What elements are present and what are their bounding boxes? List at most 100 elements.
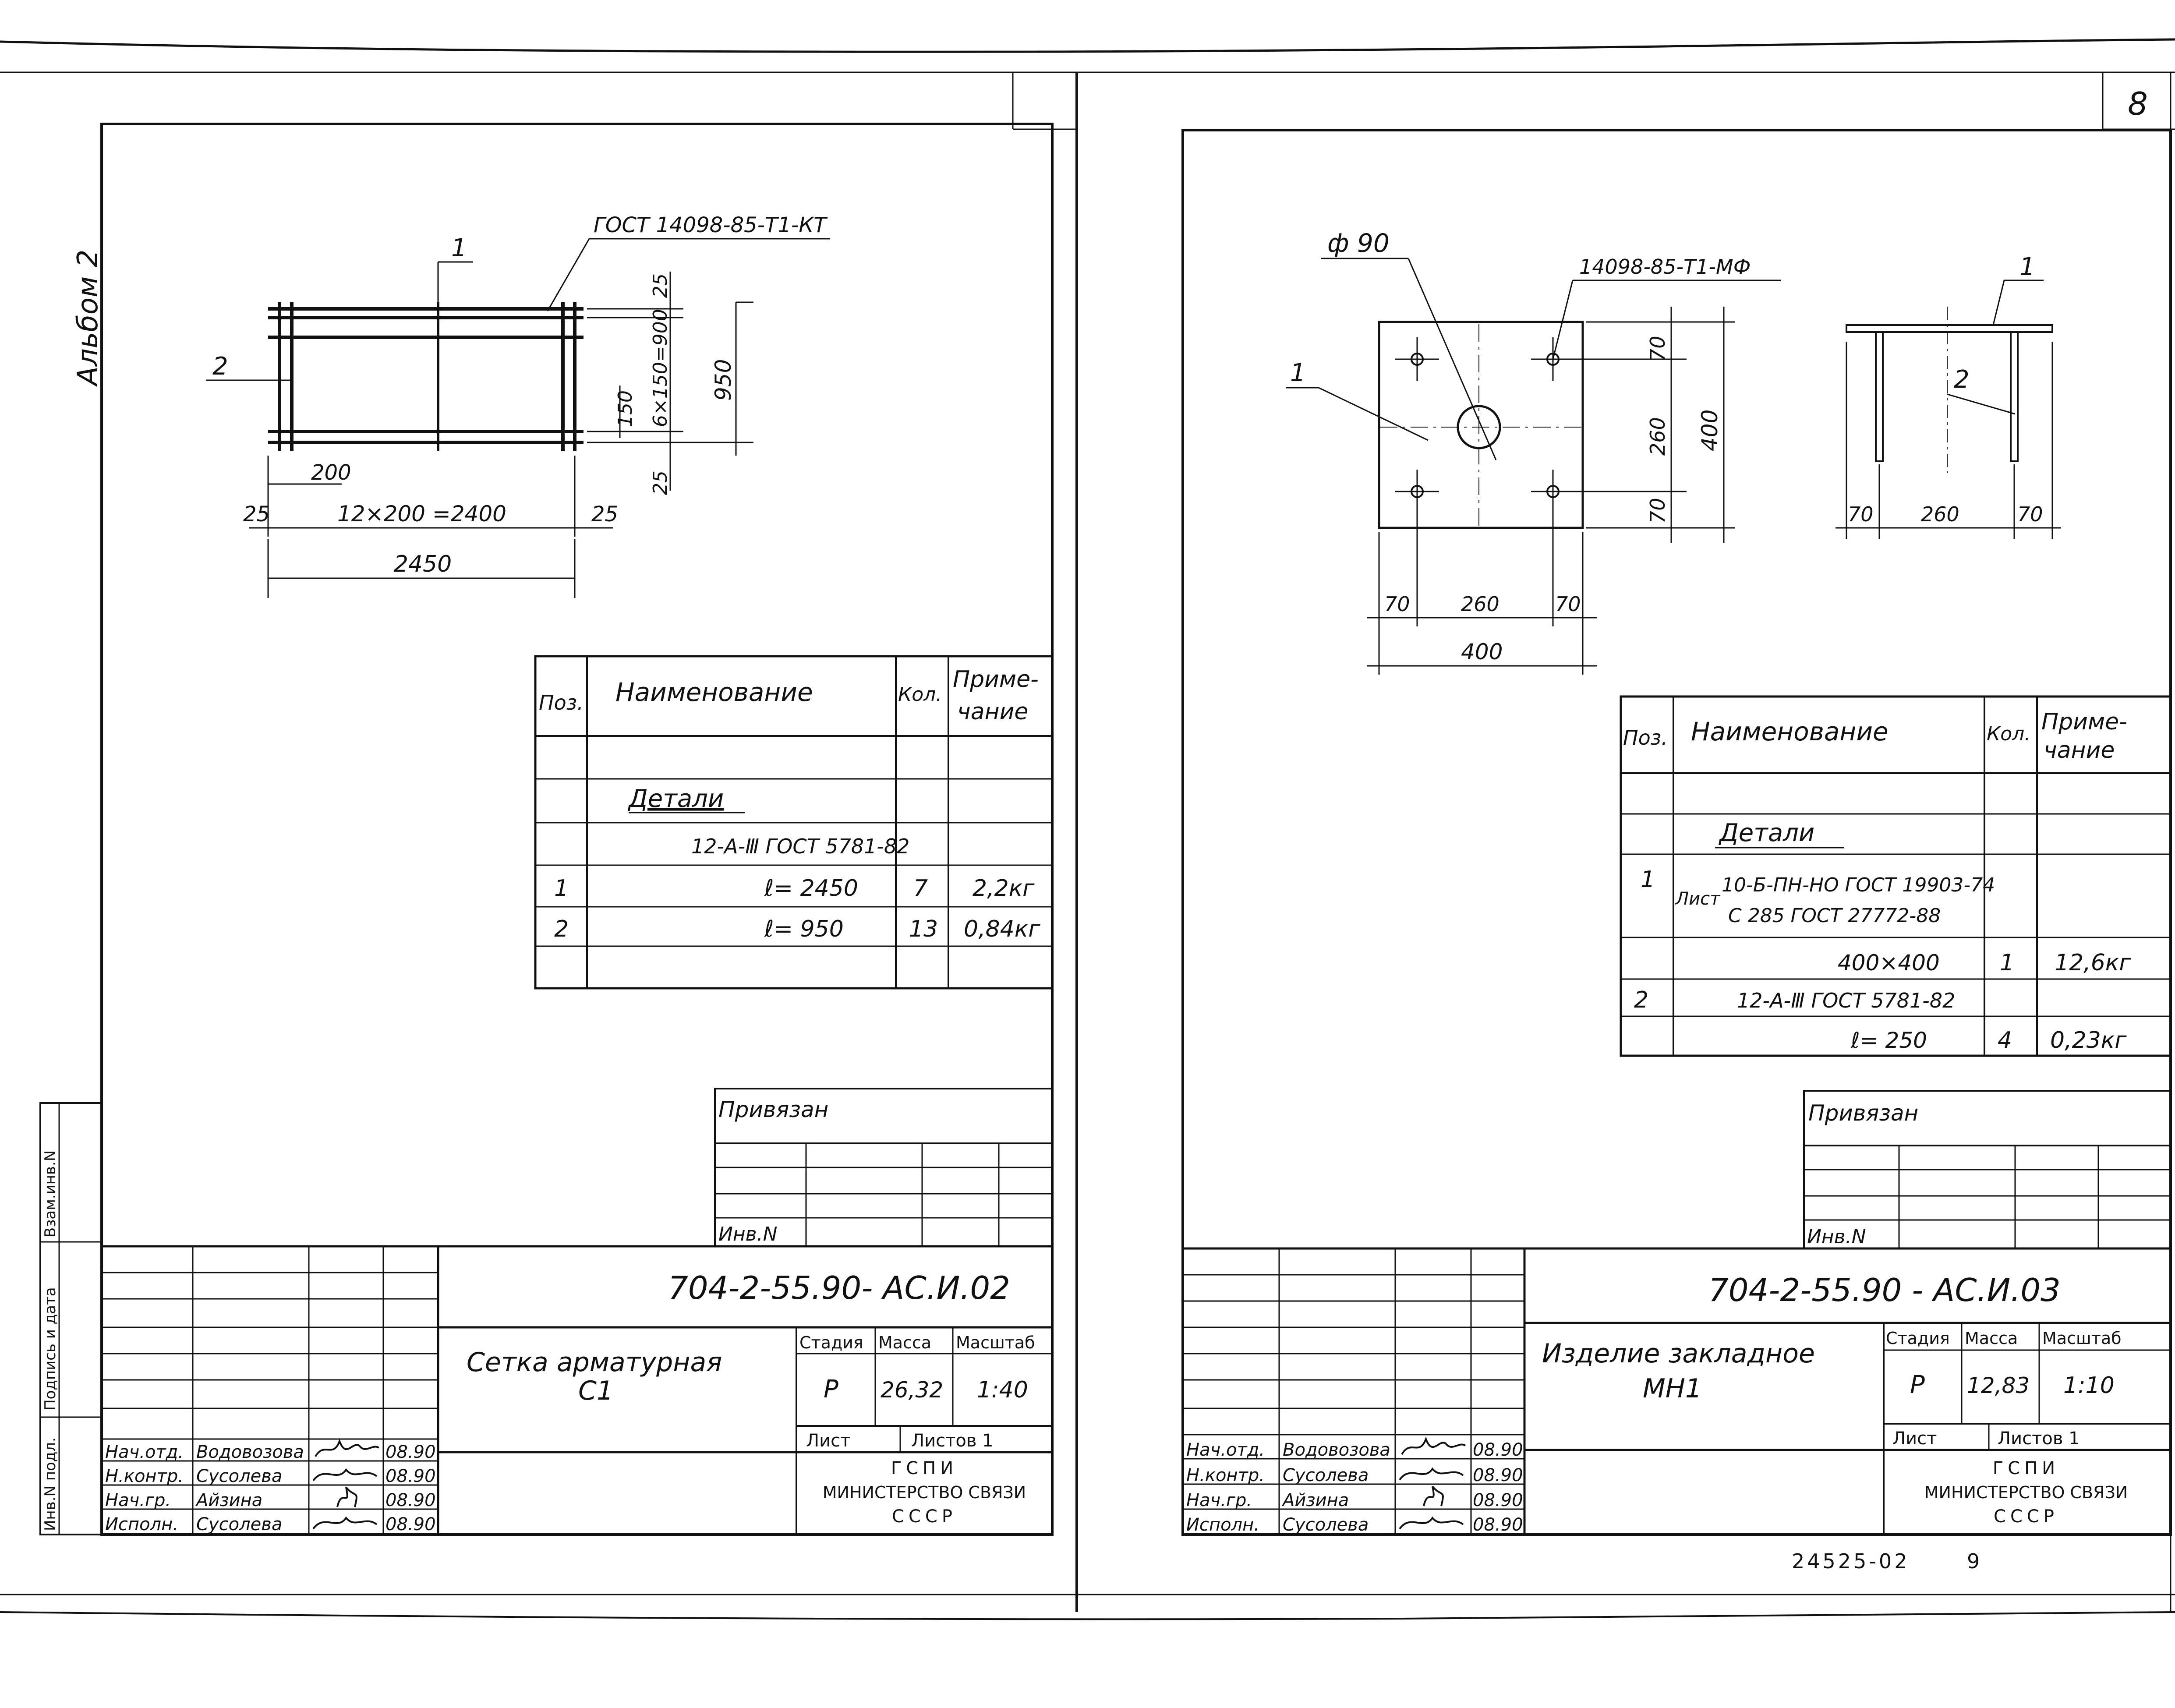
left-person-2: Айзина — [195, 1490, 262, 1510]
left-massa-h: Масса — [878, 1333, 931, 1352]
plate-gost: 14098-85-Т1-МФ — [1579, 255, 1751, 279]
rspec-h-note2: чание — [2044, 737, 2115, 764]
side-pos2: 2 — [1954, 365, 1970, 394]
right-date-1: 08.90 — [1473, 1465, 1523, 1485]
left-name-2: С1 — [578, 1376, 613, 1406]
mesh-drawing: 1 ГОСТ 14098-85-Т1-КТ 2 200 25 12×200 =2… — [206, 213, 830, 598]
rspec-r2-line2: ℓ= 250 — [1850, 1028, 1927, 1053]
left-inv-label: Инв.N — [718, 1223, 778, 1245]
right-title-block: 704-2-55.90 - АС.И.03 Изделие закладное … — [1183, 1247, 2171, 1535]
left-signature-3 — [312, 1516, 378, 1530]
rspec-h-qty: Кол. — [1987, 723, 2030, 745]
right-doc-code: 704-2-55.90 - АС.И.03 — [1708, 1272, 2061, 1308]
lspec-r2-pos: 2 — [554, 916, 569, 942]
dim-25b: 25 — [591, 502, 618, 527]
right-massa: 12,83 — [1967, 1373, 2030, 1398]
left-person-3: Сусолева — [196, 1514, 282, 1535]
left-role-0: Нач.отд. — [105, 1442, 184, 1462]
lspec-h-note2: чание — [957, 699, 1028, 725]
right-signature-1 — [1399, 1467, 1464, 1481]
dim-v150: 150 — [614, 390, 637, 427]
rspec-r2-pos: 2 — [1634, 987, 1648, 1013]
stamp-vzam: Взам.инв.N — [42, 1150, 59, 1238]
plate-v70a: 70 — [1646, 336, 1669, 361]
lspec-r1-pos: 1 — [554, 875, 569, 902]
rspec-r1-line1: 10-Б-ПН-НО ГОСТ 19903-74 — [1722, 874, 1995, 896]
side-pos1: 1 — [2019, 253, 2035, 281]
plate-h70a: 70 — [1384, 592, 1410, 616]
right-person-0: Водовозова — [1283, 1440, 1390, 1460]
sheet-number: 8 — [2128, 85, 2148, 122]
rspec-r1-note: 12,6кг — [2055, 950, 2131, 976]
plate-side-view: 1 2 70 260 70 — [1835, 253, 2061, 539]
left-privyazan: Привязан Инв.N — [714, 1088, 1053, 1247]
left-masshtab-h: Масштаб — [956, 1333, 1035, 1352]
left-date-3: 08.90 — [385, 1514, 436, 1535]
left-date-2: 08.90 — [385, 1490, 436, 1510]
dim-span: 12×200 =2400 — [337, 501, 506, 527]
right-name-2: МН1 — [1643, 1373, 1702, 1404]
mesh-gost: ГОСТ 14098-85-Т1-КТ — [594, 213, 828, 237]
stamp-podpis: Подпись и дата — [42, 1287, 59, 1411]
left-role-1: Н.контр. — [105, 1466, 184, 1486]
dim-200: 200 — [311, 460, 351, 485]
right-privyazan: Привязан Инв.N — [1803, 1090, 2171, 1249]
plate-h260: 260 — [1461, 592, 1500, 616]
dim-25a: 25 — [243, 502, 270, 527]
side-s70a: 70 — [1848, 502, 1874, 526]
side-s260: 260 — [1921, 502, 1959, 526]
left-role-3: Исполн. — [105, 1514, 178, 1535]
bottom-page: 9 — [1967, 1549, 1980, 1573]
right-role-3: Исполн. — [1186, 1515, 1259, 1535]
left-signature-0 — [315, 1439, 380, 1457]
right-signature-3 — [1399, 1516, 1464, 1530]
right-listov-h: Листов 1 — [1998, 1429, 2080, 1449]
right-sheet: ф 90 14098-85-Т1-МФ 1 70 260 70 400 — [1181, 129, 2172, 1536]
right-role-2: Нач.гр. — [1186, 1490, 1252, 1510]
rspec-r1-pos: 1 — [1641, 866, 1655, 893]
right-signature-2 — [1423, 1485, 1444, 1506]
right-date-2: 08.90 — [1473, 1490, 1523, 1510]
side-s70b: 70 — [2017, 502, 2043, 526]
right-person-3: Сусолева — [1283, 1515, 1369, 1535]
rspec-r2-note: 0,23кг — [2050, 1027, 2127, 1054]
rspec-r1-size: 400×400 — [1838, 950, 1940, 976]
right-person-2: Айзина — [1281, 1490, 1349, 1510]
right-inv-label: Инв.N — [1807, 1226, 1866, 1248]
plate-pos1: 1 — [1290, 359, 1306, 387]
mesh-pos2: 2 — [212, 352, 228, 381]
rspec-r1-prefix: Лист — [1675, 889, 1721, 909]
dim-total: 2450 — [394, 551, 452, 577]
dim-v950: 950 — [711, 359, 736, 401]
rspec-h-name: Наименование — [1691, 717, 1889, 746]
right-signature-0 — [1401, 1436, 1466, 1455]
lspec-r2-qty: 13 — [909, 916, 938, 942]
plate-drawing: ф 90 14098-85-Т1-МФ 1 70 260 70 400 — [1286, 228, 1781, 675]
rspec-r2-qty: 4 — [1998, 1027, 2012, 1054]
lspec-h-name: Наименование — [615, 677, 813, 707]
left-spec-table: Поз. Наименование Кол. Приме- чание Дета… — [534, 655, 1054, 990]
left-masshtab: 1:40 — [977, 1377, 1028, 1403]
stamp-inv-podl: Инв.N подл. — [42, 1437, 59, 1531]
right-stadiya: Р — [1910, 1371, 1925, 1399]
left-date-0: 08.90 — [385, 1442, 436, 1462]
right-org-3: СССР — [1994, 1506, 2058, 1527]
right-date-3: 08.90 — [1473, 1515, 1523, 1535]
left-person-1: Сусолева — [196, 1466, 282, 1486]
right-org-1: ГСПИ — [1993, 1458, 2059, 1478]
left-side-stamp: Инв.N подл. Подпись и дата Взам.инв.N — [39, 1102, 103, 1535]
left-signature-1 — [312, 1468, 378, 1482]
left-signature-2 — [336, 1486, 357, 1507]
lspec-r1-note: 2,2кг — [973, 875, 1035, 902]
right-spec-table: Поз. Наименование Кол. Приме- чание Дета… — [1620, 695, 2172, 1057]
rspec-section: Детали — [1718, 819, 1814, 847]
right-masshtab: 1:10 — [2063, 1372, 2115, 1399]
dim-v25a: 25 — [649, 273, 672, 298]
right-role-1: Н.контр. — [1186, 1465, 1265, 1485]
plate-v400: 400 — [1697, 410, 1722, 451]
left-person-0: Водовозова — [196, 1442, 304, 1462]
rspec-r1-qty: 1 — [2000, 950, 2014, 976]
right-massa-h: Масса — [1965, 1329, 2018, 1348]
mesh-pos1: 1 — [451, 234, 467, 262]
